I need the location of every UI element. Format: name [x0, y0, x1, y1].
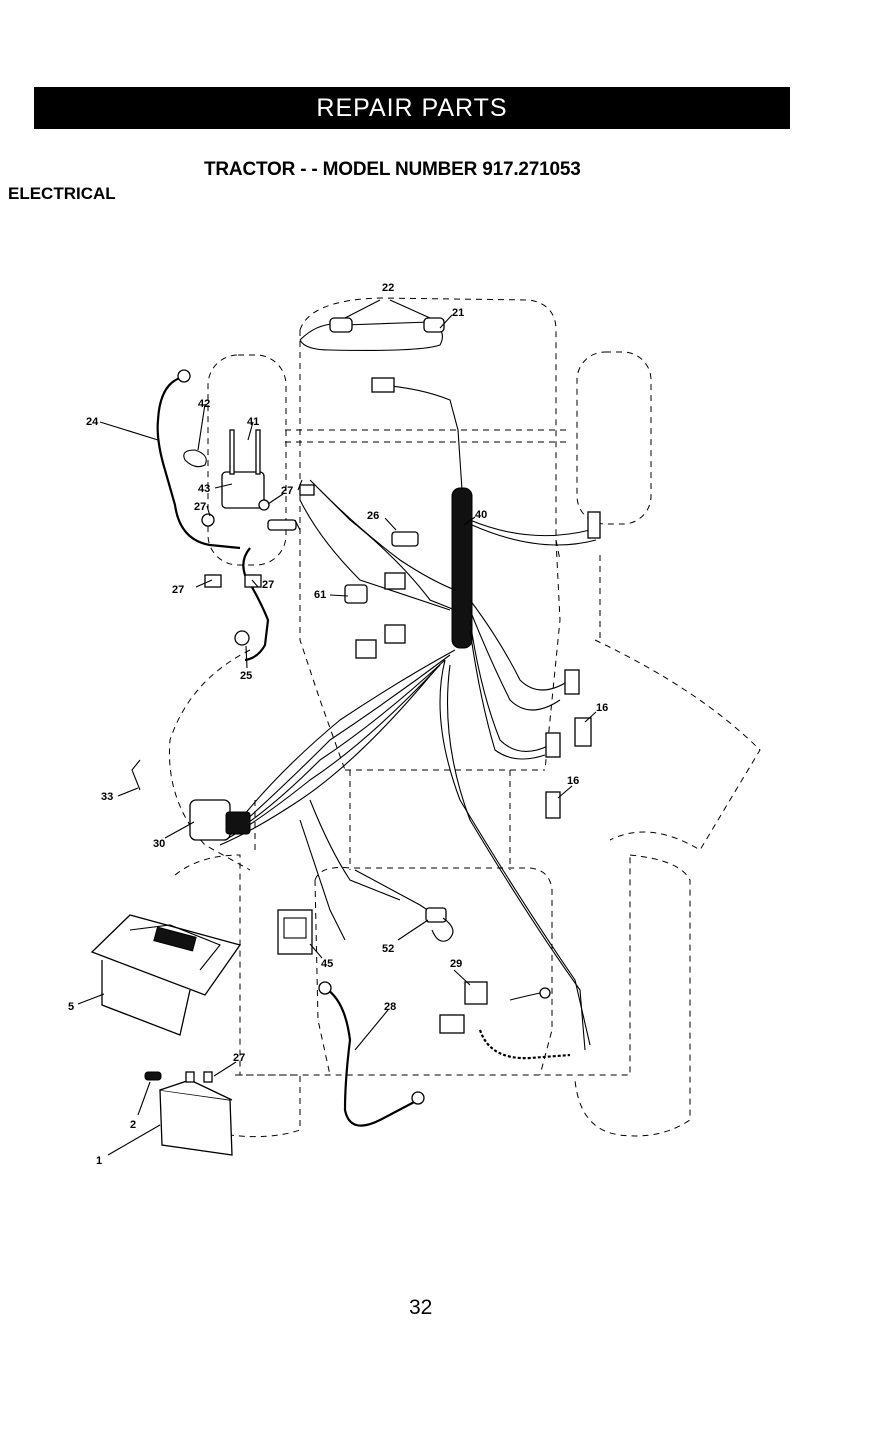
hour-meter	[278, 910, 312, 954]
callout-41: 41	[247, 416, 259, 428]
callout-24: 24	[86, 416, 99, 428]
callout-40: 40	[475, 509, 487, 521]
callout-27-b: 27	[281, 485, 293, 497]
battery-box	[92, 915, 240, 1035]
callout-22: 22	[382, 282, 394, 294]
battery-cable	[319, 982, 424, 1126]
main-wiring-harness	[220, 378, 600, 1050]
callout-33: 33	[101, 791, 113, 803]
callout-16-a: 16	[596, 702, 608, 714]
callout-52: 52	[382, 943, 394, 955]
callout-labels: 22 21 42 41 24 43 27 27 26 40 27 27 61 2…	[68, 282, 608, 1167]
callout-45: 45	[321, 958, 333, 970]
headlight-harness	[300, 300, 452, 350]
callout-28: 28	[384, 1001, 396, 1013]
callout-27-c: 27	[172, 584, 184, 596]
callout-1: 1	[96, 1155, 102, 1167]
battery	[145, 1072, 232, 1155]
callout-2: 2	[130, 1119, 136, 1131]
page-number: 32	[409, 1296, 432, 1320]
callout-16-b: 16	[567, 775, 579, 787]
leader-lines	[78, 404, 596, 1155]
callout-43: 43	[198, 483, 210, 495]
callout-5: 5	[68, 1001, 74, 1013]
callout-21: 21	[452, 307, 464, 319]
callout-27-d: 27	[262, 579, 274, 591]
coiled-harness	[440, 982, 570, 1058]
ignition-switch	[132, 760, 250, 840]
callout-27-e: 27	[233, 1052, 245, 1064]
callout-26: 26	[367, 510, 379, 522]
callout-30: 30	[153, 838, 165, 850]
callout-25: 25	[240, 670, 252, 682]
callout-27-a: 27	[194, 501, 206, 513]
callout-42: 42	[198, 398, 210, 410]
solenoid-assembly	[158, 370, 314, 660]
callout-61: 61	[314, 589, 326, 601]
callout-29: 29	[450, 958, 462, 970]
